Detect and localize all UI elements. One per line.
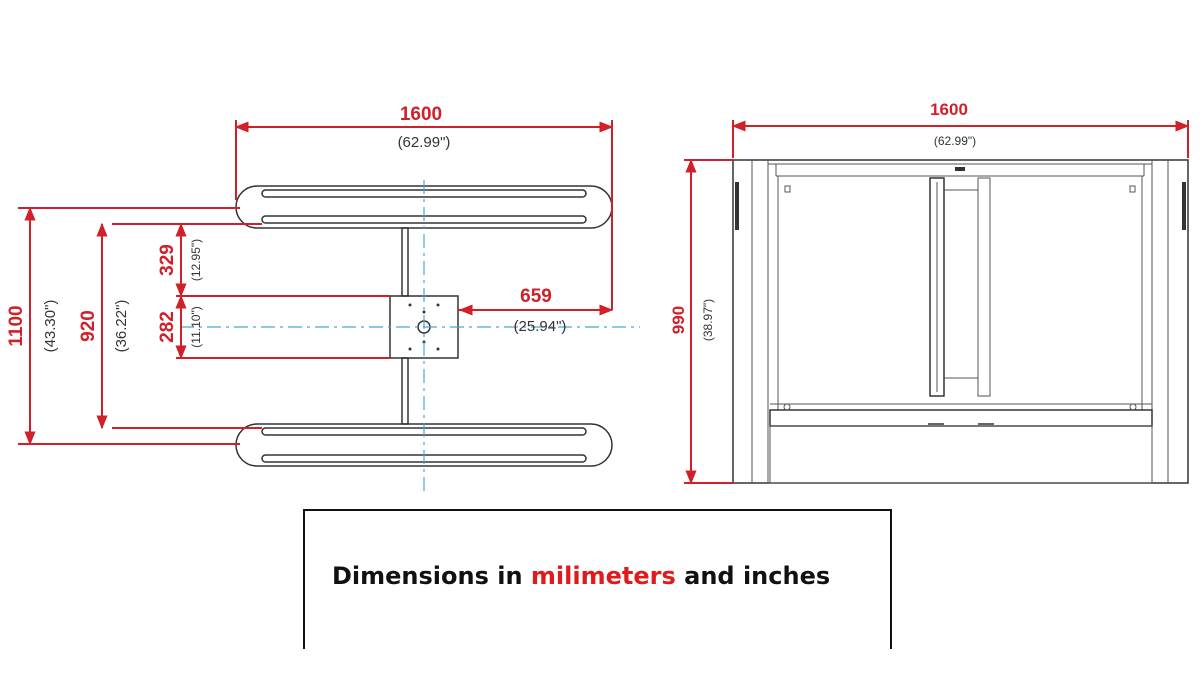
dim-inner-in: (36.22") (113, 300, 130, 353)
dim-offset-in: (25.94") (514, 318, 567, 335)
dim-plate-in: (11.10") (189, 306, 203, 347)
dim-front-height-in: (38.97") (701, 299, 715, 341)
dim-plate-mm: 282 (157, 311, 178, 343)
dim-total-mm: 1100 (6, 305, 27, 346)
legend-text: Dimensions in milimeters and inches (332, 562, 830, 590)
center-column (929, 177, 991, 397)
dim-upper-mm: 329 (157, 244, 178, 276)
dim-width-in: (62.99") (398, 134, 451, 151)
front-view: 1600 (62.99") 990 (38.97") (669, 100, 1190, 485)
legend-suffix: and inches (675, 562, 831, 590)
dim-width-mm: 1600 (400, 104, 442, 125)
dim-front-width-mm: 1600 (930, 100, 968, 119)
legend-highlight: milimeters (530, 562, 676, 590)
left-vent (735, 182, 739, 230)
dim-offset-mm: 659 (520, 286, 552, 307)
top-view: 1600 (62.99") 1100 (43.30") 920 (36.22")… (6, 104, 640, 492)
legend-prefix: Dimensions in (332, 562, 531, 590)
front-frame (732, 159, 1189, 484)
extension-lines (18, 120, 613, 445)
legend-box: Dimensions in milimeters and inches (303, 509, 892, 649)
dim-upper-in: (12.95") (189, 239, 203, 281)
dim-front-width-in: (62.99") (934, 134, 976, 148)
front-extension-lines (684, 120, 1189, 484)
logo-mark (955, 167, 965, 171)
right-vent (1182, 182, 1186, 230)
dim-total-in: (43.30") (42, 300, 59, 353)
base-deck (769, 403, 1153, 484)
post (401, 227, 409, 425)
dim-front-height-mm: 990 (669, 306, 688, 334)
dim-inner-mm: 920 (78, 310, 99, 342)
